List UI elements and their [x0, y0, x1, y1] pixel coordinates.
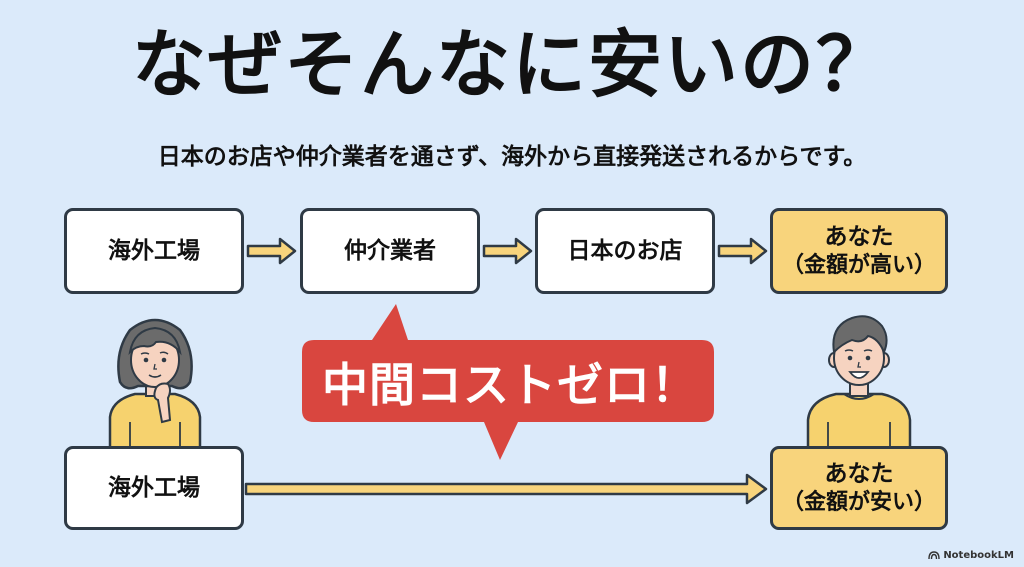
callout-text: 中間コストゼロ！ [322, 358, 698, 412]
brand-label: NotebookLM [943, 550, 1014, 561]
thinking-woman-icon [108, 318, 202, 448]
arrow-right-icon [482, 237, 533, 265]
node-label: 海外工場 [108, 237, 200, 264]
notebooklm-logo-icon [928, 551, 941, 560]
speech-bubble-icon [302, 304, 714, 460]
top-node-overseas-factory: 海外工場 [64, 208, 244, 294]
top-node-japanese-store: 日本のお店 [535, 208, 715, 294]
node-sublabel: （金額が高い） [781, 252, 936, 278]
bottom-node-you-cheap: あなた （金額が安い） [770, 446, 948, 530]
node-label: あなた [824, 460, 894, 487]
page-subtitle: 日本のお店や仲介業者を通さず、海外から直接発送されるからです。 [157, 144, 867, 170]
bottom-node-overseas-factory: 海外工場 [64, 446, 244, 530]
node-sublabel: （金額が安い） [781, 489, 936, 515]
node-label: 日本のお店 [567, 237, 683, 264]
brand-watermark: NotebookLM [928, 550, 1014, 561]
smiling-man-icon [806, 315, 912, 448]
top-node-you-expensive: あなた （金額が高い） [770, 208, 948, 294]
node-label: 仲介業者 [344, 237, 436, 264]
arrow-right-icon [717, 237, 768, 265]
page-title: なぜそんなに安いの？ [132, 22, 892, 108]
node-label: あなた [824, 223, 894, 250]
top-node-broker: 仲介業者 [300, 208, 480, 294]
node-label: 海外工場 [108, 474, 200, 501]
long-arrow-right-icon [244, 473, 768, 505]
arrow-right-icon [246, 237, 297, 265]
